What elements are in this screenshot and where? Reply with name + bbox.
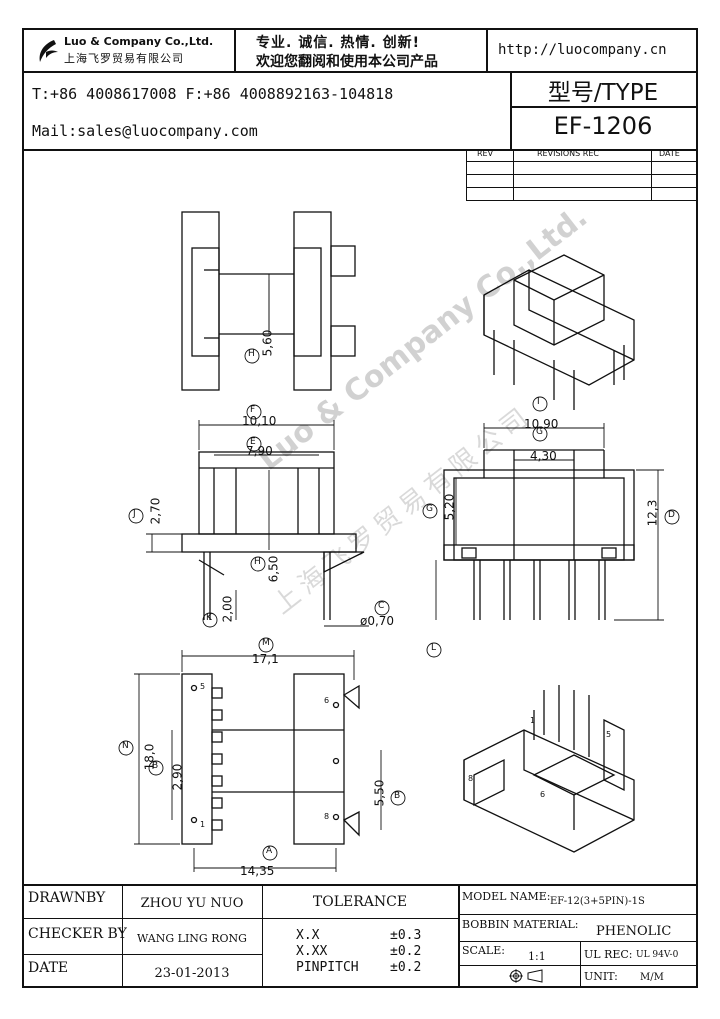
scale-value: 1:1 — [528, 950, 546, 963]
pin-number-8: 8 — [324, 812, 330, 821]
iso-pin-number-5: 5 — [606, 730, 612, 739]
callout-n: N — [122, 741, 129, 751]
dim-front-width-f: 10,10 — [242, 414, 277, 428]
projection-symbol-icon — [508, 968, 548, 984]
header-bottom — [24, 149, 696, 151]
pin-number-5: 5 — [200, 682, 206, 691]
type-vline — [510, 71, 512, 149]
drawnby-value: ZHOU YU NUO — [140, 896, 244, 911]
rev-col-header: REV — [477, 149, 494, 158]
tol-xx-value: ±0.2 — [390, 944, 422, 959]
top-view — [181, 211, 356, 391]
type-hline — [510, 106, 696, 108]
callout-m: M — [262, 638, 270, 648]
iso-pin-number-6: 6 — [540, 790, 546, 799]
ul-rec-value: UL 94V-0 — [636, 950, 679, 960]
dim-side-width-i: 10,90 — [524, 417, 559, 431]
rev-date-col-header: DATE — [659, 149, 680, 158]
dim-bottom-width-m: 17,1 — [252, 652, 279, 666]
company-name-en: Luo & Company Co.,Ltd. — [64, 35, 214, 48]
type-label: 型号/TYPE — [547, 80, 659, 106]
phone-fax: T:+86 4008617008 F:+86 4008892163-104818 — [32, 85, 394, 103]
dim-front-width-e: 7,90 — [246, 444, 273, 458]
company-name-cn: 上海飞罗贸易有限公司 — [64, 52, 184, 65]
callout-h-top: H — [248, 349, 255, 359]
callout-b-right: B — [394, 791, 401, 801]
bobbin-material-value: PHENOLIC — [596, 924, 672, 939]
callout-g-side: G — [426, 504, 433, 514]
dim-front-k: 2,00 — [220, 595, 235, 623]
dim-bottom-width-a: 14,35 — [240, 864, 275, 878]
dim-top-height: 5,60 — [260, 329, 275, 357]
bobbin-material-label: BOBBIN MATERIAL: — [462, 918, 579, 931]
dim-bottom-b-left: 2,90 — [170, 763, 185, 791]
iso-pin-number-8: 8 — [468, 774, 474, 783]
pin-number-1: 1 — [200, 820, 206, 829]
callout-e: E — [250, 437, 256, 447]
checker-label: CHECKER BY — [28, 926, 127, 942]
scale-label: SCALE: — [462, 944, 505, 957]
dim-bottom-b-right: 5,50 — [372, 779, 387, 807]
email-address[interactable]: Mail:sales@luocompany.com — [32, 122, 258, 140]
tol-xx-label: X.XX — [296, 944, 328, 959]
callout-k: K — [206, 613, 212, 623]
model-number: EF-1206 — [553, 112, 653, 140]
slogan-line-2: 欢迎您翻阅和使用本公司产品 — [256, 54, 438, 70]
dim-side-width-g: 4,30 — [530, 449, 557, 463]
callout-j: J — [133, 509, 136, 519]
iso-view-bottom — [463, 685, 635, 853]
company-logo-icon — [34, 38, 60, 64]
callout-c: C — [378, 601, 385, 611]
dim-side-height-d: 12,3 — [645, 499, 660, 527]
dim-pin-diameter: ø0,70 — [360, 614, 395, 628]
header-vline-1 — [234, 30, 236, 71]
dim-side-height-g: 5,20 — [442, 493, 457, 521]
tolerance-label: TOLERANCE — [312, 894, 408, 910]
iso-view-top — [483, 254, 635, 410]
ul-rec-label: UL REC: — [584, 948, 633, 961]
callout-l: L — [431, 643, 437, 653]
front-view — [181, 451, 365, 620]
tol-pin-label: PINPITCH — [296, 960, 359, 975]
checker-value: WANG LING RONG — [137, 932, 247, 945]
revision-table: REV REVISIONS REC DATE — [466, 149, 697, 201]
header-divider — [24, 71, 696, 73]
tol-pin-value: ±0.2 — [390, 960, 422, 975]
callout-d: D — [668, 510, 675, 520]
callout-b-left: B — [152, 761, 159, 771]
tol-x-value: ±0.3 — [390, 928, 422, 943]
dim-front-j: 2,70 — [148, 497, 163, 525]
website-link[interactable]: http://luocompany.cn — [498, 42, 667, 58]
slogan-line-1: 专业. 诚信. 热情. 创新! — [256, 35, 420, 51]
date-value: 23-01-2013 — [154, 966, 230, 981]
callout-a: A — [266, 846, 273, 856]
header-vline-2 — [486, 30, 488, 71]
pin-number-6: 6 — [324, 696, 330, 705]
rev-rec-col-header: REVISIONS REC — [537, 149, 599, 158]
unit-value: M/M — [640, 972, 664, 983]
title-block: DRAWNBY ZHOU YU NUO CHECKER BY WANG LING… — [24, 884, 696, 988]
model-name-label: MODEL NAME: — [462, 890, 551, 903]
callout-h-front: H — [254, 557, 261, 567]
callout-f: F — [250, 405, 256, 415]
model-name-value: EF-12(3+5PIN)-1S — [550, 896, 645, 907]
side-view — [443, 449, 635, 620]
date-label: DATE — [28, 960, 69, 976]
bottom-view — [181, 673, 360, 845]
unit-label: UNIT: — [584, 970, 618, 983]
drawing-sheet: Luo & Company Co.,Ltd. 上海飞罗贸易有限公司 专业. 诚信… — [22, 28, 698, 988]
tol-x-label: X.X — [296, 928, 320, 943]
drawnby-label: DRAWNBY — [28, 890, 106, 906]
dim-front-height-h: 6,50 — [266, 555, 281, 583]
iso-pin-number-1: 1 — [530, 716, 536, 725]
callout-i: I — [537, 397, 540, 407]
technical-drawing — [118, 211, 680, 872]
callout-g-top: G — [536, 427, 543, 437]
